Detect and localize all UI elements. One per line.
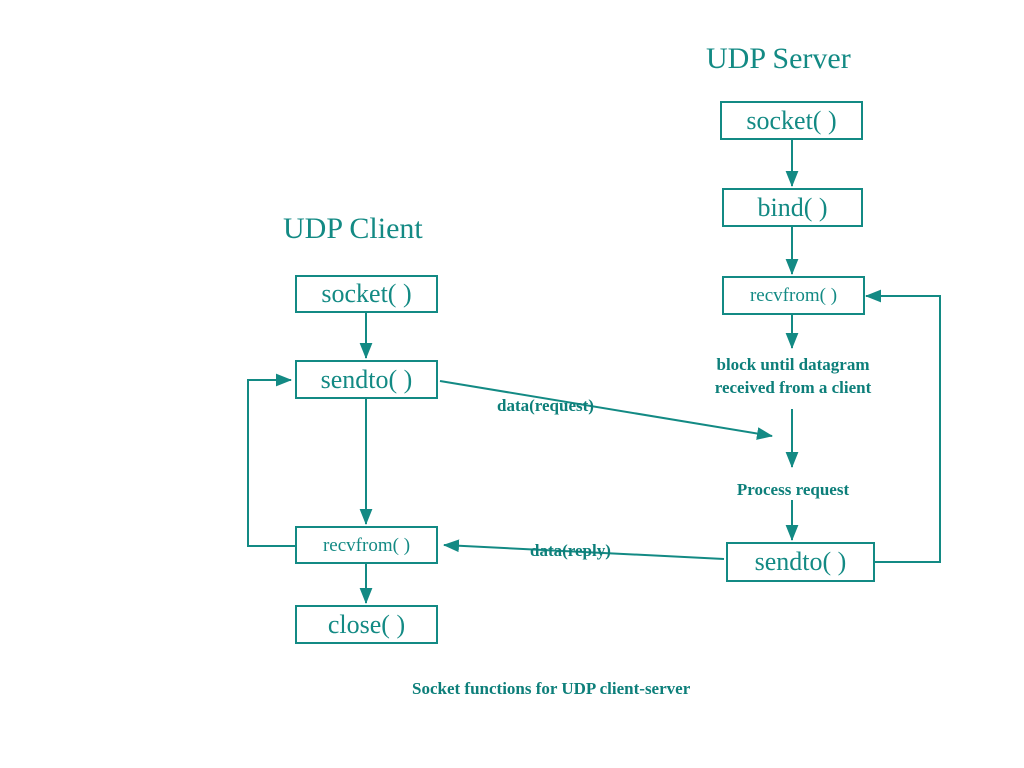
- server-recvfrom-label: recvfrom( ): [749, 285, 838, 306]
- server-bind-node[interactable]: bind( ): [722, 188, 863, 227]
- server-block-note-line1: block until datagram: [716, 355, 870, 374]
- client-sendto-node[interactable]: sendto( ): [295, 360, 438, 399]
- server-process-note: Process request: [688, 479, 898, 502]
- client-column-title: UDP Client: [283, 212, 423, 245]
- server-recvfrom-node[interactable]: recvfrom( ): [722, 276, 865, 315]
- data-reply-label: data(reply): [530, 541, 611, 560]
- client-sendto-label: sendto( ): [320, 364, 413, 394]
- server-block-note: block until datagram received from a cli…: [688, 354, 898, 400]
- client-recvfrom-node[interactable]: recvfrom( ): [295, 526, 438, 564]
- server-socket-node[interactable]: socket( ): [720, 101, 863, 140]
- server-column-title: UDP Server: [706, 42, 851, 75]
- server-socket-label: socket( ): [746, 105, 837, 135]
- client-close-label: close( ): [327, 609, 406, 639]
- server-process-note-line1: Process request: [736, 480, 850, 499]
- edge-client-loop-back: [247, 373, 295, 547]
- server-bind-label: bind( ): [757, 192, 828, 222]
- server-sendto-node[interactable]: sendto( ): [726, 542, 875, 582]
- data-request-label: data(request): [497, 396, 594, 415]
- client-socket-label: socket( ): [321, 279, 412, 308]
- client-socket-node[interactable]: socket( ): [295, 275, 438, 313]
- diagram-caption: Socket functions for UDP client-server: [412, 679, 691, 698]
- client-close-node[interactable]: close( ): [295, 605, 438, 644]
- edge-server-loop-back: [865, 289, 941, 563]
- server-block-note-line2: received from a client: [714, 377, 872, 397]
- client-recvfrom-label: recvfrom( ): [322, 534, 411, 556]
- server-sendto-label: sendto( ): [754, 547, 847, 576]
